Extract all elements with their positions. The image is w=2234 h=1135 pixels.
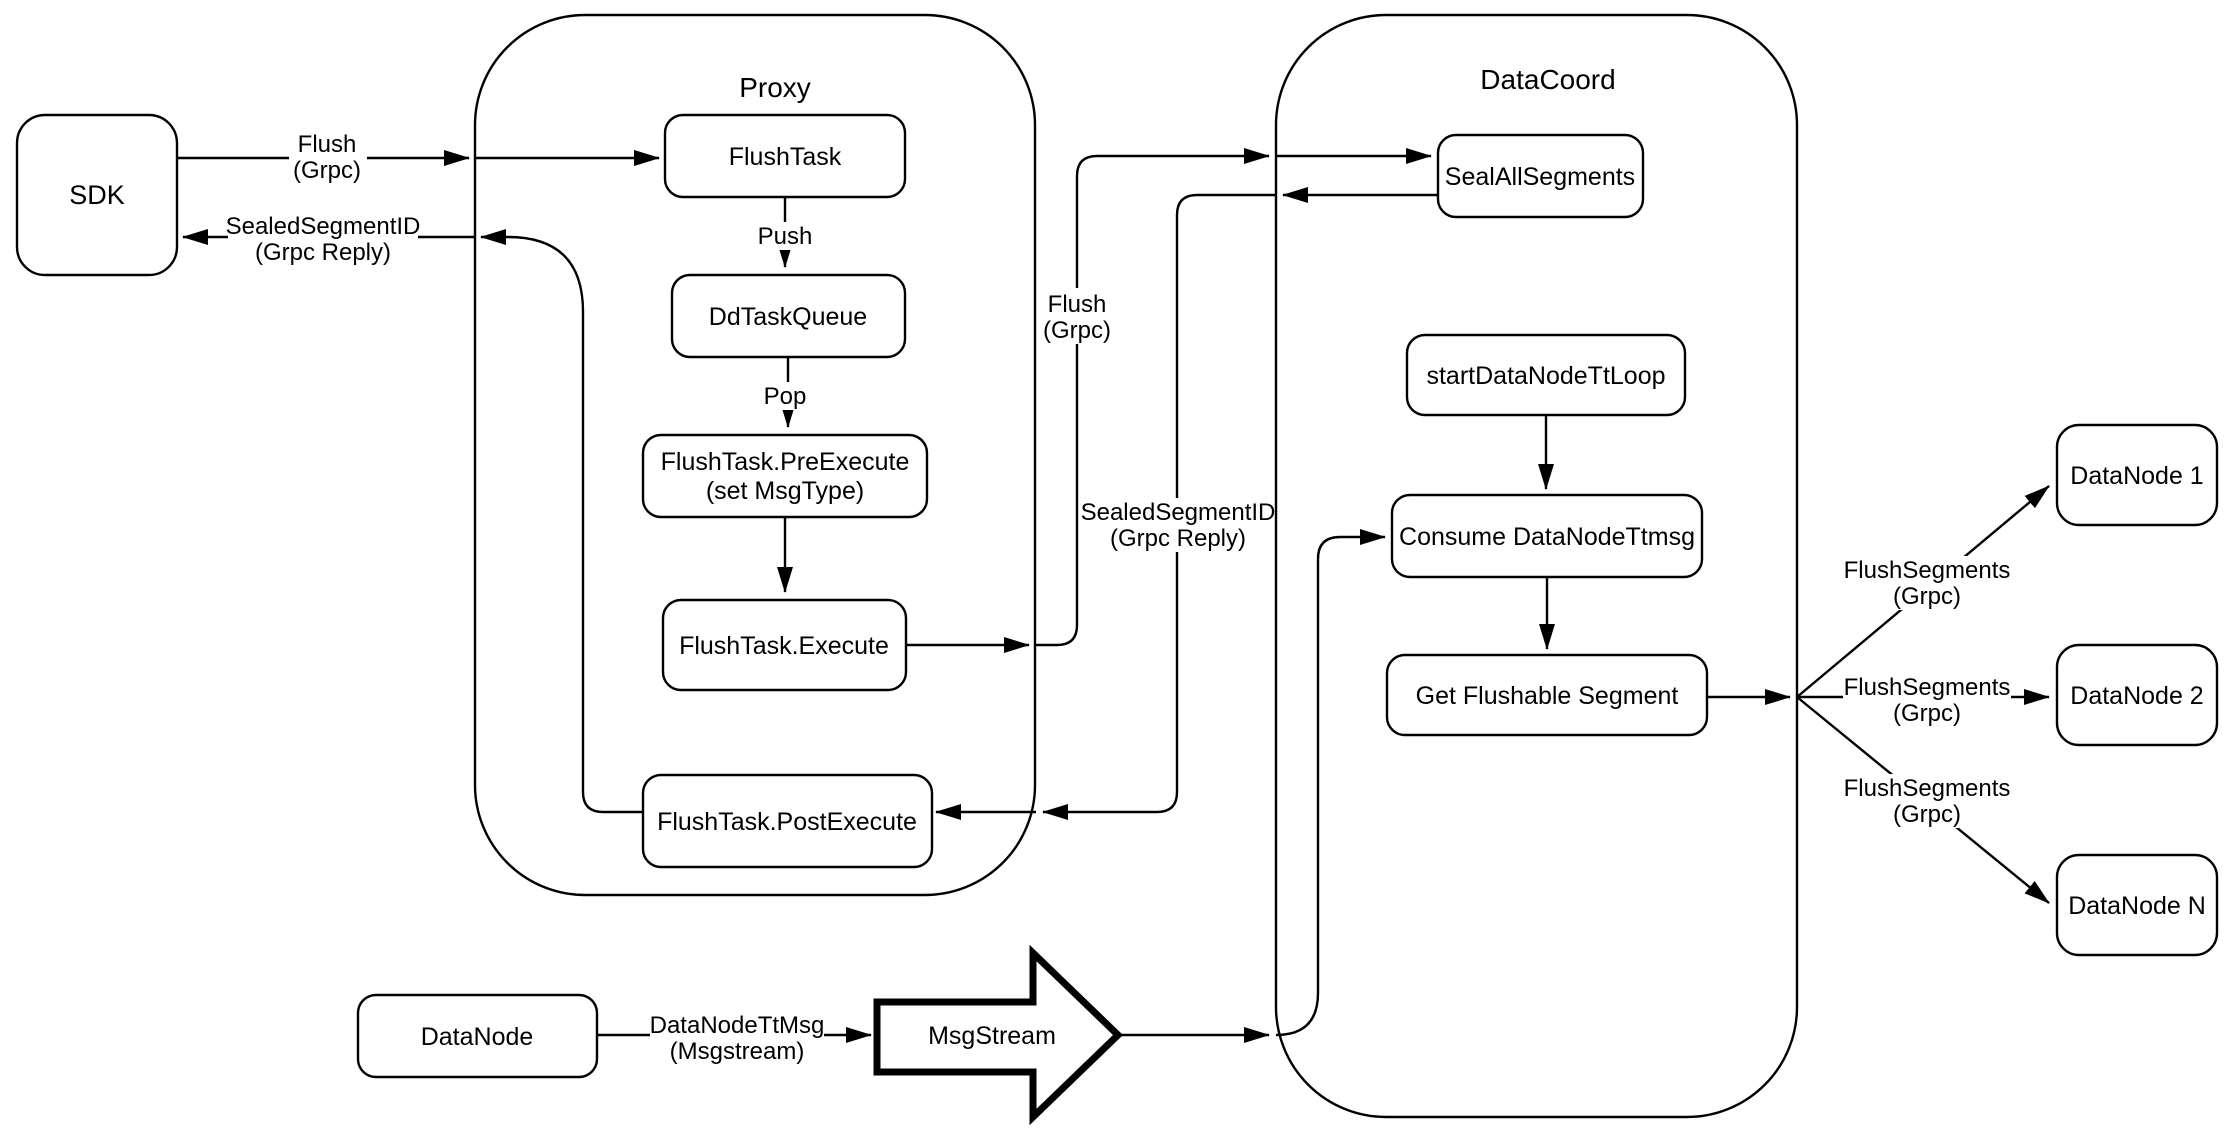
label-bg (1843, 774, 2011, 828)
proxy-title: Proxy (739, 72, 811, 103)
postexecute-label: FlushTask.PostExecute (657, 808, 917, 836)
execute-node: FlushTask.Execute (661, 598, 908, 692)
preexecute-label-line2: (set MsgType) (706, 477, 864, 505)
getflushablesegment-node: Get Flushable Segment (1385, 653, 1709, 737)
preexecute-node: FlushTask.PreExecute (set MsgType) (641, 433, 929, 519)
label-bg (760, 382, 810, 410)
flushtask-node: FlushTask (663, 113, 907, 199)
edge-label-sealed-mid: SealedSegmentID (Grpc Reply) (1081, 499, 1276, 552)
edge-flush-grpc-to-datacoord-border (1036, 148, 1270, 647)
edge-label-line: Flush (298, 131, 357, 158)
edge-label-line: FlushSegments (1844, 557, 2011, 584)
edge-label-line: (Grpc) (1043, 317, 1111, 344)
datanode1-label: DataNode 1 (2070, 462, 2203, 490)
label-bg (650, 1011, 824, 1065)
msgstream-label: MsgStream (928, 1022, 1056, 1050)
edge-label-flushsegments-1: FlushSegments (Grpc) (1844, 557, 2011, 610)
ddtaskqueue-node: DdTaskQueue (670, 273, 907, 359)
startdatanodettloop-node: startDataNodeTtLoop (1405, 333, 1687, 417)
edge-label-line: SealedSegmentID (226, 213, 421, 240)
msgstream-arrow-shape (873, 944, 1124, 1126)
datanode1-node: DataNode 1 (2055, 423, 2219, 527)
postexecute-node: FlushTask.PostExecute (641, 773, 934, 869)
edge-label-line: (Grpc Reply) (255, 239, 391, 266)
edge-label-flush-mid: Flush (Grpc) (1043, 291, 1111, 344)
edge-label-flushsegments-3: FlushSegments (Grpc) (1844, 775, 2011, 828)
datacoord-container (1274, 13, 1799, 1119)
preexecute-box (641, 433, 929, 519)
edge-label-line: Flush (1048, 291, 1107, 318)
getflushablesegment-box (1385, 653, 1709, 737)
label-bg (755, 222, 815, 250)
getflushablesegment-label: Get Flushable Segment (1416, 682, 1679, 710)
sealallsegments-label: SealAllSegments (1445, 163, 1635, 191)
datanode2-node: DataNode 2 (2055, 643, 2219, 747)
edge-label-line: (Grpc Reply) (1110, 525, 1246, 552)
sdk-box (15, 113, 179, 277)
edge-label-flush-sdk: Flush (Grpc) (293, 131, 361, 184)
label-bg (1037, 288, 1117, 344)
postexecute-box (641, 773, 934, 869)
datanoden-label: DataNode N (2068, 892, 2206, 920)
sdk-node: SDK (15, 113, 179, 277)
label-bg (1843, 556, 2011, 610)
edge-label-line: DataNodeTtMsg (650, 1012, 825, 1039)
edge-label-push: Push (758, 223, 813, 250)
edge-label-flushsegments-2: FlushSegments (Grpc) (1844, 674, 2011, 727)
flushtask-box (663, 113, 907, 199)
edge-label-line: SealedSegmentID (1081, 499, 1276, 526)
edge-label-line: (Grpc) (1893, 700, 1961, 727)
execute-box (661, 598, 908, 692)
label-bg (228, 213, 418, 263)
datacoord-title: DataCoord (1480, 64, 1615, 95)
edge-label-line: (Msgstream) (670, 1038, 805, 1065)
datanode-box (356, 993, 599, 1079)
ddtaskqueue-box (670, 273, 907, 359)
edge-label-line: (Grpc) (1893, 801, 1961, 828)
proxy-container (473, 13, 1037, 897)
edge-label-line: (Grpc) (293, 157, 361, 184)
label-bg (289, 132, 367, 182)
datanode1-box (2055, 423, 2219, 527)
preexecute-label-line1: FlushTask.PreExecute (661, 448, 910, 476)
edge-label-datanodettmsg: DataNodeTtMsg (Msgstream) (650, 1012, 825, 1065)
execute-label: FlushTask.Execute (679, 632, 889, 660)
label-bg (1843, 673, 2011, 727)
edge-datacoord-to-consume (1275, 529, 1386, 1037)
startdatanodettloop-label: startDataNodeTtLoop (1426, 362, 1665, 390)
datanode-label: DataNode (421, 1023, 534, 1051)
ddtaskqueue-label: DdTaskQueue (709, 303, 867, 331)
edge-postexecute-to-proxy-border (480, 229, 643, 814)
sdk-label: SDK (69, 180, 125, 210)
consumedatanodettmsg-box (1390, 493, 1704, 579)
label-bg (1082, 498, 1274, 552)
sealallsegments-box (1436, 133, 1645, 219)
edge-label-line: (Grpc) (1893, 583, 1961, 610)
consumedatanodettmsg-label: Consume DataNodeTtmsg (1399, 523, 1695, 551)
flushtask-label: FlushTask (729, 143, 842, 171)
datanoden-node: DataNode N (2055, 853, 2219, 957)
datanode2-label: DataNode 2 (2070, 682, 2203, 710)
datanode-node: DataNode (356, 993, 599, 1079)
datanode2-box (2055, 643, 2219, 747)
edge-label-line: FlushSegments (1844, 775, 2011, 802)
sealallsegments-node: SealAllSegments (1436, 133, 1645, 219)
msgstream-node: MsgStream (873, 944, 1124, 1126)
edge-label-line: FlushSegments (1844, 674, 2011, 701)
edge-label-sealed-sdk: SealedSegmentID (Grpc Reply) (226, 213, 421, 266)
consumedatanodettmsg-node: Consume DataNodeTtmsg (1390, 493, 1704, 579)
startdatanodettloop-box (1405, 333, 1687, 417)
datanoden-box (2055, 853, 2219, 957)
edge-label-pop: Pop (764, 383, 807, 410)
